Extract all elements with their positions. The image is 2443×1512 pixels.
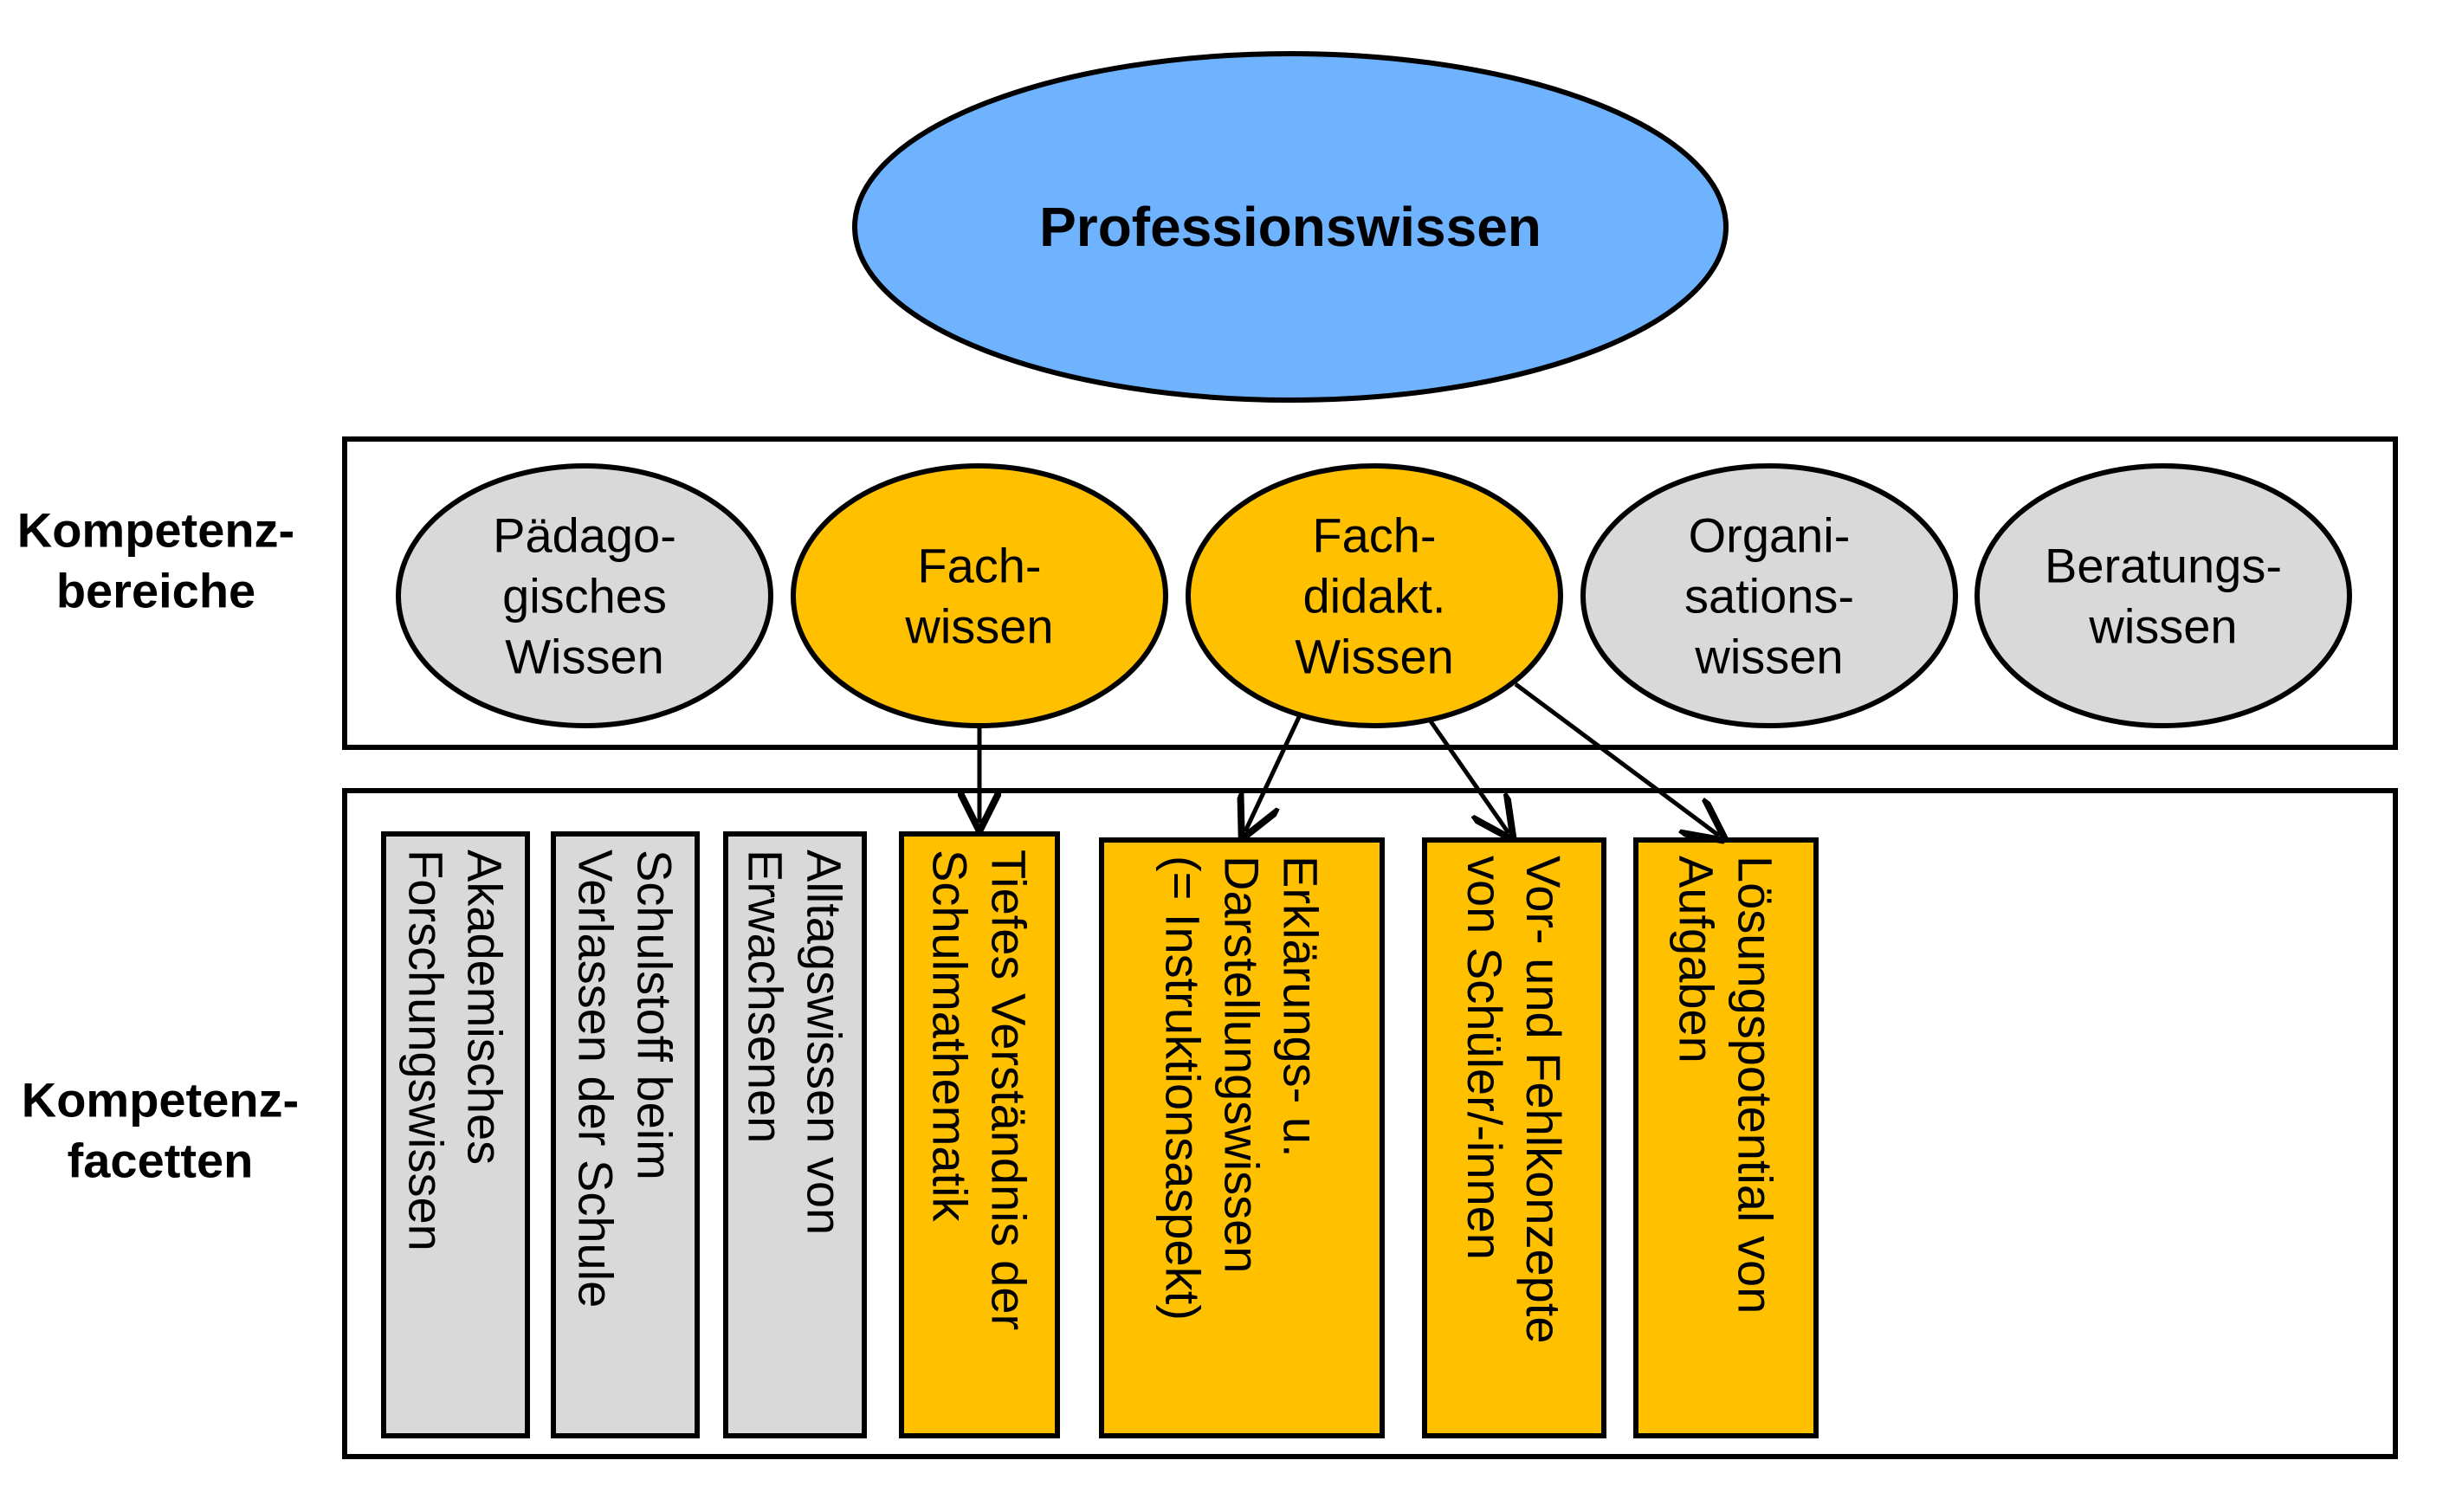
facette-label-line: Darstellungswissen xyxy=(1215,856,1270,1273)
facette-erklaerung: Erklärungs- u.Darstellungswissen(= Instr… xyxy=(1099,837,1385,1438)
facette-label-line: Erklärungs- u. xyxy=(1274,856,1328,1158)
side-label-facetten-line-2: facetten xyxy=(68,1134,254,1188)
facette-box xyxy=(1633,837,1819,1438)
bereich-label-line: Beratungs- xyxy=(2045,539,2282,593)
facette-label-line: (= Instruktionsaspekt) xyxy=(1156,856,1211,1321)
side-label-facetten-line-1: Kompetenz- xyxy=(22,1073,299,1128)
bereich-ellipse xyxy=(791,463,1168,728)
bereich-ellipse xyxy=(1974,463,2352,728)
side-label-bereiche: Kompetenz- bereiche xyxy=(17,503,294,618)
bereich-label-line: Fach- xyxy=(1312,508,1436,563)
bereich-label-line: gisches xyxy=(502,569,667,624)
facette-label-line: Alltagswissen von xyxy=(798,850,852,1235)
facette-box xyxy=(551,831,700,1438)
facette-label-line: Schulstoff beim xyxy=(628,850,682,1180)
bereich-fachdidaktik: Fach-didakt. Wissen xyxy=(1186,463,1563,728)
bereich-label-line: wissen xyxy=(2088,599,2237,654)
bereich-label-line: wissen xyxy=(1694,630,1843,684)
bereich-ellipse xyxy=(396,463,773,728)
bereich-label-line: Wissen xyxy=(1295,630,1454,684)
facette-label-line: Forschungswissen xyxy=(399,850,454,1251)
bereich-label-line: Wissen xyxy=(505,630,664,684)
facetten-frame xyxy=(342,788,2398,1459)
facette-label-line: Akademisches xyxy=(458,850,513,1165)
side-label-facetten: Kompetenz- facetten xyxy=(22,1073,299,1188)
root-ellipse xyxy=(852,51,1729,403)
bereich-beratung: Beratungs-wissen xyxy=(1974,463,2352,728)
root-node: Professionswissen xyxy=(852,51,1729,403)
facette-label-line: Erwachsenen xyxy=(739,850,793,1143)
facette-box xyxy=(381,831,530,1438)
facette-box xyxy=(723,831,867,1438)
side-label-bereiche-line-2: bereiche xyxy=(56,564,255,618)
facette-box xyxy=(1099,837,1385,1438)
bereich-label-line: Organi- xyxy=(1689,508,1851,563)
bereich-fachwissen: Fach-wissen xyxy=(791,463,1168,728)
arrow-fachdidaktik-to-fehlkonzepte xyxy=(1426,717,1509,833)
bereich-label-line: sations- xyxy=(1684,569,1854,624)
bereich-label-line: wissen xyxy=(904,599,1053,654)
bereich-ellipse xyxy=(1186,463,1563,728)
facette-box xyxy=(899,831,1060,1438)
arrow-fachdidaktik-to-aufgaben xyxy=(1514,682,1719,836)
bereich-organisation: Organi-sations-wissen xyxy=(1580,463,1958,728)
side-label-bereiche-line-1: Kompetenz- xyxy=(17,503,294,558)
facette-label-line: von Schüler/-innen xyxy=(1457,856,1512,1260)
facette-label-line: Aufgaben xyxy=(1670,856,1724,1063)
facette-label-line: Lösungspotential von xyxy=(1729,856,1783,1314)
arrow-fachdidaktik-to-erklaerung xyxy=(1245,715,1302,831)
root-label: Professionswissen xyxy=(1039,196,1541,258)
facette-label-line: Vor- und Fehlkonzepte xyxy=(1516,856,1571,1343)
bereich-ellipse xyxy=(1580,463,1958,728)
arrows-group xyxy=(979,682,1719,836)
bereiche-frame xyxy=(342,436,2398,750)
facette-label-line: Tiefes Verständnis der xyxy=(982,850,1037,1330)
bereich-label-line: Pädago- xyxy=(493,508,676,563)
facette-label-line: Schulmathematik xyxy=(923,850,978,1223)
bereich-label-line: didakt. xyxy=(1303,569,1446,624)
facette-box xyxy=(1422,837,1606,1438)
facette-label-line: Verlassen der Schule xyxy=(569,850,624,1308)
bereich-label-line: Fach- xyxy=(917,539,1041,593)
kompetenzbereiche-group: Pädago-gischesWissenFach-wissenFach-dida… xyxy=(396,463,2352,728)
